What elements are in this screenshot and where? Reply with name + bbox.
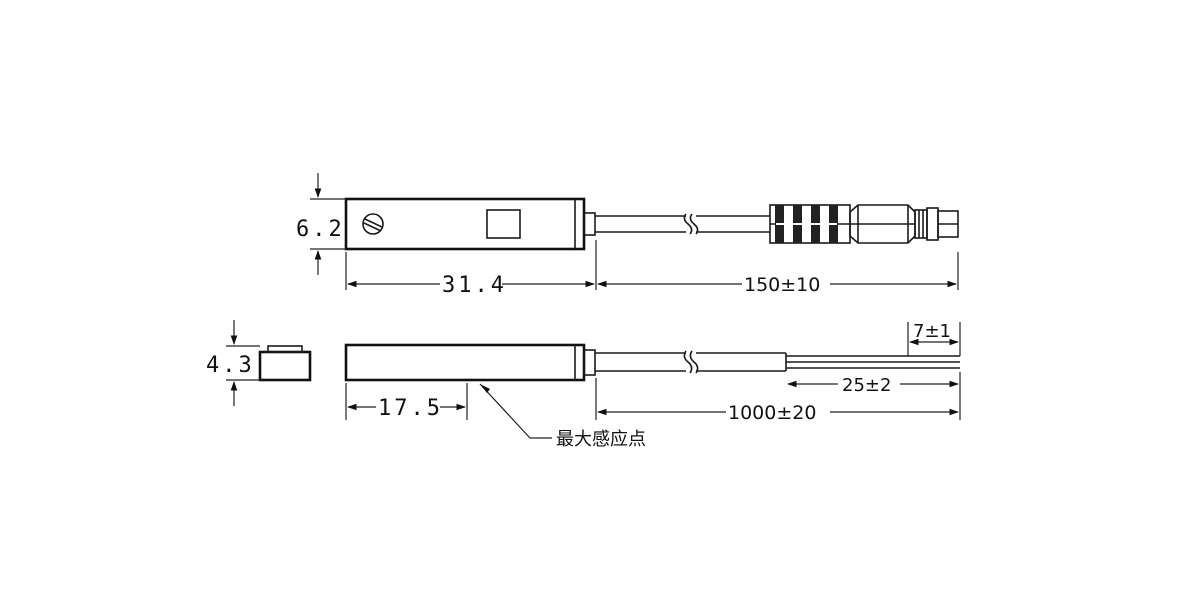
dimension-label-height-side: 4.3 — [206, 353, 255, 378]
dimension-strip-short: 7±1 — [907, 321, 961, 356]
m8-connector — [849, 204, 959, 244]
dimension-label-strip-short: 7±1 — [913, 321, 951, 342]
annotation-max-sensing-point: 最大感应点 — [556, 429, 646, 450]
dimension-lengths-bottom: 17.5 1000±20 — [345, 372, 961, 424]
dimension-label-sensing-point: 17.5 — [378, 396, 443, 421]
cable-boot — [583, 212, 596, 236]
dimension-label-cable-wire: 1000±20 — [728, 402, 816, 424]
sensor-end-profile — [258, 350, 312, 382]
dimension-strip-long: 25±2 — [787, 375, 959, 396]
dimension-label-strip-long: 25±2 — [842, 375, 891, 396]
end-view-sensor: 4.3 — [206, 320, 312, 406]
cable-bottom — [595, 350, 787, 374]
lead-wires — [786, 355, 960, 369]
cable-boot-bottom — [583, 349, 596, 376]
dimension-label-body-length: 31.4 — [442, 273, 507, 298]
dimension-height-top: 6.2 — [296, 173, 346, 275]
dimension-label-height-top: 6.2 — [296, 217, 345, 242]
strain-relief — [769, 204, 851, 244]
dimension-label-cable-connector: 150±10 — [744, 274, 820, 296]
top-view-connector-sensor: 6.2 31.4 150±10 — [296, 173, 959, 298]
sensor-body-bottom — [344, 343, 586, 382]
bottom-view-wire-sensor: 7±1 25±2 17.5 1000±20 最大感应点 — [344, 321, 961, 450]
sensor-body-top — [344, 197, 586, 251]
indicator-window — [486, 209, 521, 239]
adjust-screw-icon — [362, 213, 384, 235]
sensing-point-leader: 最大感应点 — [479, 383, 646, 450]
dimension-height-side: 4.3 — [206, 320, 260, 406]
cable-top — [595, 213, 770, 235]
dimension-lengths-top: 31.4 150±10 — [345, 240, 959, 298]
